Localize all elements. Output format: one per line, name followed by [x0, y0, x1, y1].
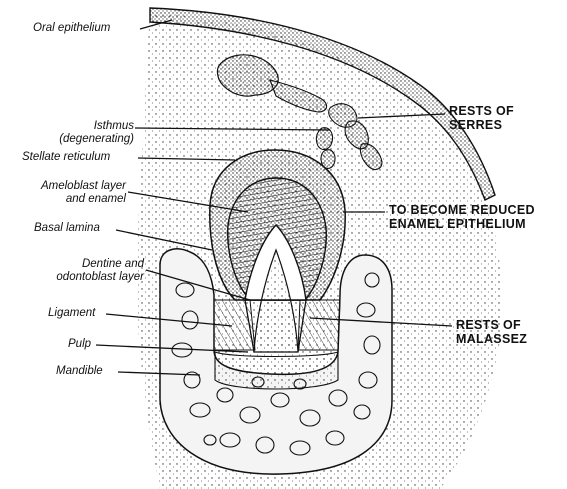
label-ameloblast-line1: Ameloblast layer	[18, 180, 126, 193]
label-dentine: Dentine and odontoblast layer	[20, 258, 144, 284]
label-basal-lamina: Basal lamina	[34, 222, 100, 235]
label-isthmus-line1: Isthmus	[40, 120, 134, 133]
label-dentine-line2: odontoblast layer	[20, 271, 144, 284]
label-mandible: Mandible	[56, 365, 103, 378]
label-rests-of-serres-line1: RESTS OF	[449, 104, 514, 118]
label-stellate-reticulum: Stellate reticulum	[22, 151, 110, 164]
label-reduced-line1: TO BECOME REDUCED	[389, 203, 535, 217]
label-dentine-line1: Dentine and	[20, 258, 144, 271]
label-isthmus: Isthmus (degenerating)	[40, 120, 134, 146]
label-ligament: Ligament	[48, 307, 95, 320]
label-oral-epithelium: Oral epithelium	[33, 22, 110, 35]
label-rests-of-malassez-line2: MALASSEZ	[456, 332, 527, 346]
label-pulp: Pulp	[68, 338, 91, 351]
label-reduced-line2: ENAMEL EPITHELIUM	[389, 217, 535, 231]
label-ameloblast-line2: and enamel	[18, 193, 126, 206]
label-rests-of-serres-line2: SERRES	[449, 118, 514, 132]
pulp-area	[215, 352, 338, 389]
label-ameloblast: Ameloblast layer and enamel	[18, 180, 126, 206]
label-rests-of-malassez-line1: RESTS OF	[456, 318, 527, 332]
label-isthmus-line2: (degenerating)	[40, 133, 134, 146]
label-rests-of-malassez: RESTS OF MALASSEZ	[456, 318, 527, 346]
label-rests-of-serres: RESTS OF SERRES	[449, 104, 514, 132]
label-reduced-enamel-epithelium: TO BECOME REDUCED ENAMEL EPITHELIUM	[389, 203, 535, 231]
